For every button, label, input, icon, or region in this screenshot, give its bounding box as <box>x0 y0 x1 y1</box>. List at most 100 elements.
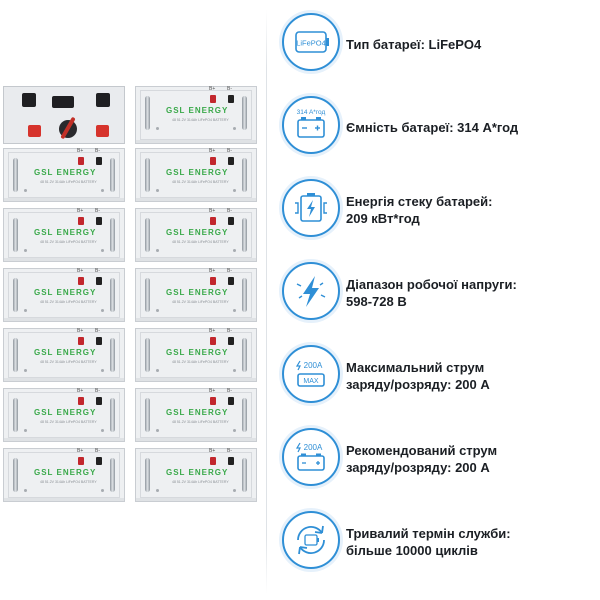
screw <box>156 429 159 432</box>
feature-line: заряду/розряду: 200 А <box>346 460 490 475</box>
max-current-badge: 200A <box>304 361 323 370</box>
feature-item: Енергія стеку батарей:209 кВт*год <box>272 173 600 247</box>
screw <box>156 309 159 312</box>
positive-terminal <box>210 457 216 465</box>
feature-line: 209 кВт*год <box>346 211 420 226</box>
module-frame <box>140 392 252 438</box>
negative-terminal <box>228 397 234 405</box>
screw <box>156 127 159 130</box>
module-frame <box>8 452 120 498</box>
negative-terminal <box>96 397 102 405</box>
terminal-pos-label: B+ <box>209 448 216 454</box>
module-frame <box>8 212 120 258</box>
brand-label: GSL ENERGY <box>34 168 97 177</box>
positive-terminal <box>210 337 216 345</box>
screw <box>101 429 104 432</box>
module-handle <box>242 278 247 312</box>
capacity-label: 314 A*год <box>297 109 326 116</box>
red-terminal <box>28 125 41 137</box>
red-terminal <box>96 125 109 137</box>
module-handle <box>242 218 247 252</box>
positive-terminal <box>78 217 84 225</box>
positive-terminal <box>78 337 84 345</box>
positive-terminal <box>78 457 84 465</box>
terminal-pos-label: B+ <box>209 148 216 154</box>
terminal-neg-label: B- <box>95 388 100 394</box>
module-handle <box>145 338 150 372</box>
screw <box>101 249 104 252</box>
module-spec-label: 48 51.2V 314Ah LiFePO4 BATTERY <box>40 240 97 244</box>
terminal-neg-label: B- <box>95 448 100 454</box>
divider-line <box>266 10 267 594</box>
screw <box>24 429 27 432</box>
terminal-neg-label: B- <box>227 268 232 274</box>
screw <box>101 489 104 492</box>
max-current-sub: MAX <box>303 378 319 385</box>
feature-text: Рекомендований струм заряду/розряду: 200 … <box>346 422 596 496</box>
display-panel <box>52 96 74 108</box>
negative-terminal <box>228 217 234 225</box>
module-handle <box>242 338 247 372</box>
terminal-neg-label: B- <box>95 148 100 154</box>
terminal-neg-label: B- <box>95 328 100 334</box>
feature-line: більше 10000 циклів <box>346 543 478 558</box>
screw <box>233 429 236 432</box>
positive-terminal <box>78 277 84 285</box>
breaker-switch <box>59 120 77 138</box>
screw <box>233 189 236 192</box>
terminal-pos-label: B+ <box>209 388 216 394</box>
module-spec-label: 48 51.2V 314Ah LiFePO4 BATTERY <box>172 240 229 244</box>
feature-line: Ємність батареї: 314 А*год <box>346 119 519 135</box>
negative-terminal <box>228 337 234 345</box>
screw <box>233 309 236 312</box>
module-frame <box>140 452 252 498</box>
terminal-pos-label: B+ <box>77 148 84 154</box>
module-handle <box>13 398 18 432</box>
module-spec-label: 48 51.2V 314Ah LiFePO4 BATTERY <box>40 480 97 484</box>
screw <box>24 369 27 372</box>
module-handle <box>242 458 247 492</box>
screw <box>233 489 236 492</box>
negative-terminal <box>96 217 102 225</box>
module-spec-label: 48 51.2V 314Ah LiFePO4 BATTERY <box>172 300 229 304</box>
module-handle <box>13 458 18 492</box>
terminal-neg-label: B- <box>227 86 232 92</box>
module-spec-label: 48 51.2V 314Ah LiFePO4 BATTERY <box>172 420 229 424</box>
switch-knob <box>96 93 110 107</box>
module-frame <box>8 272 120 318</box>
negative-terminal <box>228 277 234 285</box>
terminal-pos-label: B+ <box>77 448 84 454</box>
module-handle <box>13 218 18 252</box>
brand-label: GSL ENERGY <box>34 408 97 417</box>
module-handle <box>110 338 115 372</box>
positive-terminal <box>210 95 216 103</box>
max-current-icon: 200A MAX <box>282 345 340 403</box>
terminal-neg-label: B- <box>227 328 232 334</box>
module-frame <box>140 272 252 318</box>
feature-text: Енергія стеку батарей:209 кВт*год <box>346 173 596 247</box>
terminal-pos-label: B+ <box>77 328 84 334</box>
negative-terminal <box>96 457 102 465</box>
module-handle <box>13 278 18 312</box>
feature-line: Тип батареї: LiFePO4 <box>346 36 482 52</box>
screw <box>24 189 27 192</box>
module-spec-label: 48 51.2V 314Ah LiFePO4 BATTERY <box>172 480 229 484</box>
feature-item: Діапазон робочої напруги:598-728 В <box>272 256 600 330</box>
feature-text: Тип батареї: LiFePO4 <box>346 7 596 81</box>
feature-line: Рекомендований струм <box>346 443 498 458</box>
terminal-neg-label: B- <box>227 388 232 394</box>
positive-terminal <box>210 157 216 165</box>
negative-terminal <box>96 337 102 345</box>
module-frame <box>140 152 252 198</box>
module-handle <box>110 158 115 192</box>
terminal-neg-label: B- <box>227 148 232 154</box>
